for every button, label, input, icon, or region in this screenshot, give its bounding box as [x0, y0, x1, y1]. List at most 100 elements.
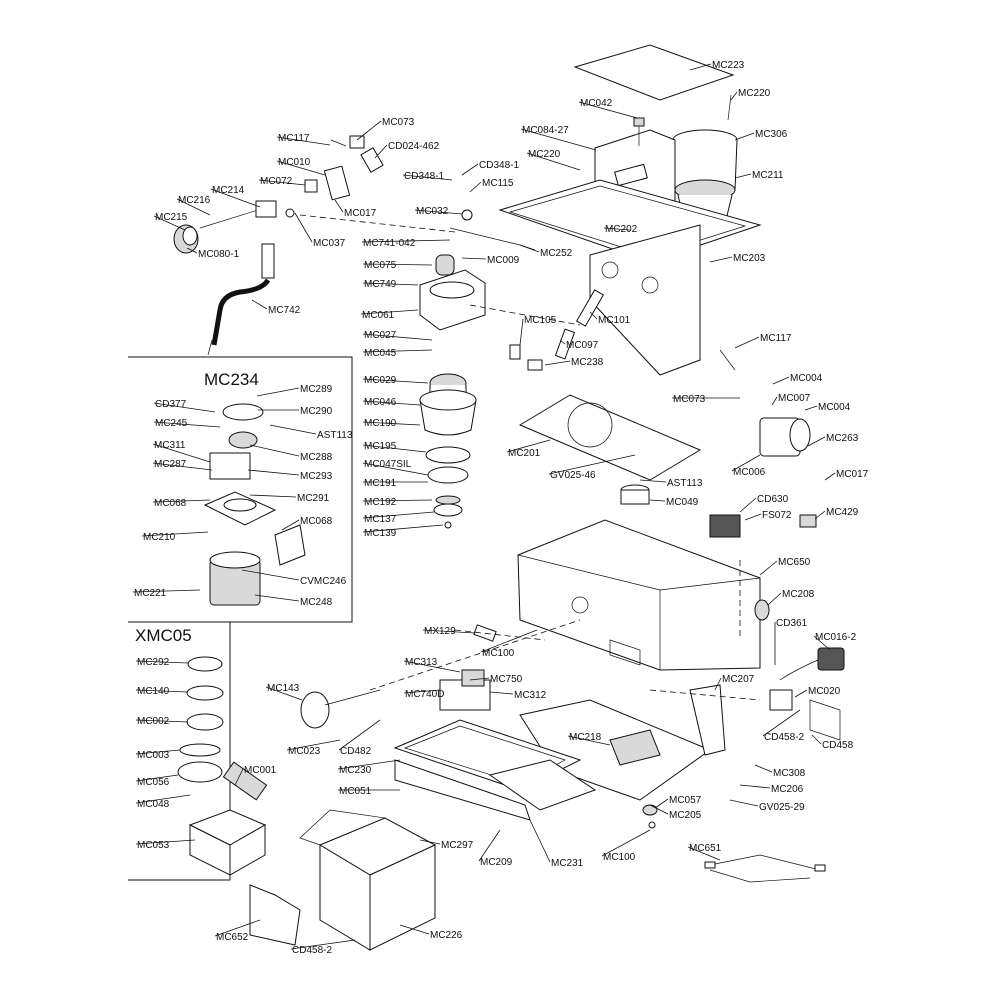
callout-leader-line: [762, 709, 801, 737]
part-callout-label: MC216: [178, 195, 211, 206]
part-callout-label: MC306: [755, 129, 788, 140]
part-callout-label: MC210: [143, 532, 176, 543]
callout-leader-line: [281, 519, 300, 531]
part-callout-label: MC072: [260, 176, 293, 187]
part-callout-label: MC231: [551, 858, 584, 869]
callout-leader-line: [824, 472, 836, 481]
callout-leader-line: [269, 424, 317, 435]
part-callout-label: MC215: [155, 212, 188, 223]
callout-leader-line: [362, 421, 421, 426]
callout-leader-line: [362, 378, 429, 384]
callout-leader-line: [649, 804, 669, 815]
part-callout-label: MC226: [430, 930, 463, 941]
part-callout-label: MC248: [300, 597, 333, 608]
part-callout-label: MC037: [313, 238, 346, 249]
part-callout-label: MC003: [137, 750, 170, 761]
part-callout-label: MC017: [836, 469, 869, 480]
callout-leader-line: [254, 594, 300, 602]
part-callout-label: MC140: [137, 686, 170, 697]
callout-leader-line: [356, 120, 382, 141]
part-callout-label: MC750: [490, 674, 523, 685]
callout-leader-line: [544, 360, 571, 366]
part-callout-label: MC223: [712, 60, 745, 71]
part-callout-label: CD361: [776, 618, 808, 629]
callout-leader-line: [276, 160, 326, 176]
callout-leader-line: [754, 764, 773, 773]
part-callout-label: MC042: [580, 98, 613, 109]
callout-leader-line: [135, 719, 189, 723]
part-callout-label: MC004: [818, 402, 851, 413]
callout-leader-line: [362, 444, 427, 453]
callout-leader-line: [548, 454, 636, 475]
part-callout-label: CD348-1: [479, 160, 519, 171]
part-callout-label: MC290: [300, 406, 333, 417]
callout-leader-line: [132, 589, 201, 593]
callout-leader-line: [559, 339, 566, 345]
part-callout-label: CD348-1: [404, 171, 444, 182]
part-callout-label: MC051: [339, 786, 372, 797]
callout-leader-line: [256, 387, 300, 397]
callout-leader-line: [152, 462, 213, 471]
callout-leader-line: [520, 128, 597, 151]
part-callout-label: MC115: [482, 178, 514, 189]
part-callout-label: MC010: [278, 157, 311, 168]
callout-leader-line: [526, 152, 581, 171]
part-callout-label: MC245: [155, 418, 188, 429]
callout-leader-line: [153, 215, 186, 231]
callout-leader-line: [739, 497, 757, 513]
part-callout-label: MC084-27: [522, 125, 569, 136]
part-callout-label: MC749: [364, 279, 397, 290]
part-callout-label: MC740D: [405, 689, 444, 700]
callout-leader-line: [251, 299, 268, 310]
part-callout-label: MC263: [826, 433, 859, 444]
part-callout-label: MC080-1: [198, 249, 240, 260]
callout-leader-line: [294, 212, 313, 243]
callout-leader-line: [489, 691, 514, 695]
callout-leader-line: [813, 635, 831, 651]
part-callout-label: CD482: [340, 746, 372, 757]
part-callout-label: GV025-46: [550, 470, 596, 481]
callout-leader-line: [362, 462, 429, 476]
part-callout-label: MC201: [508, 448, 541, 459]
part-callout-label: MC004: [790, 373, 823, 384]
callout-leader-line: [767, 592, 782, 606]
callout-leader-line: [422, 629, 476, 634]
inset-title-mc234: MC234: [204, 370, 259, 389]
callout-leader-line: [419, 839, 441, 845]
callout-leader-line: [469, 181, 482, 193]
part-callout-label: MC211: [752, 170, 784, 181]
callout-leader-line: [362, 282, 419, 286]
callout-leader-line: [807, 436, 826, 447]
callout-leader-line: [362, 511, 435, 519]
callout-leader-line: [567, 735, 611, 746]
callout-leader-line: [734, 132, 755, 141]
part-callout-label: MC221: [134, 588, 167, 599]
callout-leader-line: [403, 689, 441, 694]
part-callout-label: MC002: [137, 716, 170, 727]
callout-leader-line: [772, 376, 790, 385]
part-callout-label: MC230: [339, 765, 372, 776]
part-callout-label: CD458-2: [764, 732, 804, 743]
part-callout-label: MC117: [760, 333, 792, 344]
part-callout-label: MC023: [288, 746, 321, 757]
part-callout-label: MC291: [297, 493, 330, 504]
callout-leader-line: [811, 734, 822, 745]
callout-leader-line: [478, 829, 501, 862]
part-callout-label: MC206: [771, 784, 804, 795]
part-callout-label: MC205: [669, 810, 702, 821]
part-callout-label: MC100: [603, 852, 636, 863]
callout-leader-line: [654, 798, 669, 809]
part-callout-label: MC001: [244, 765, 277, 776]
callout-leader-line: [338, 719, 381, 751]
callout-leader-line: [414, 209, 463, 215]
part-callout-label: CD630: [757, 494, 789, 505]
callout-leader-line: [729, 799, 759, 807]
part-callout-label: MC057: [669, 795, 702, 806]
callout-leader-line: [689, 63, 712, 71]
callout-leader-line: [241, 569, 300, 581]
callout-leader-line: [361, 239, 451, 243]
part-callout-label: MC190: [364, 418, 397, 429]
part-callout-label: MC009: [487, 255, 520, 266]
callout-leader-line: [249, 444, 300, 457]
part-callout-label: MC218: [569, 732, 602, 743]
